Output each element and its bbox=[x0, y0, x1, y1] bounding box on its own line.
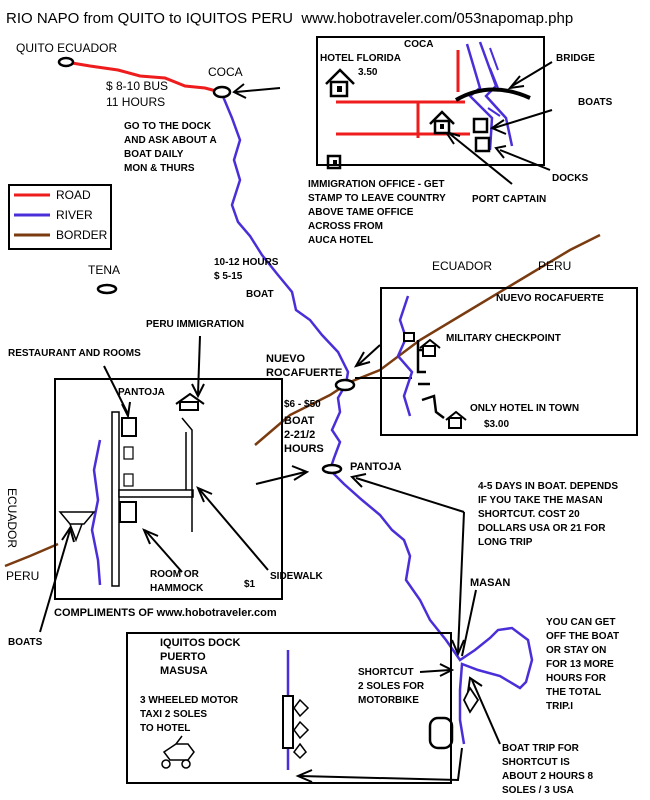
note-dock: GO TO THE DOCK AND ASK ABOUT A BOAT DAIL… bbox=[124, 121, 217, 174]
border-pantoja-inset bbox=[4, 542, 59, 568]
pantoja-inset bbox=[54, 378, 283, 600]
tena-marker bbox=[96, 283, 118, 295]
rocafuerte-marker bbox=[334, 378, 356, 392]
label-ecuador-east: ECUADOR bbox=[432, 259, 493, 273]
pantoja-sidewalk: SIDEWALK bbox=[270, 571, 323, 582]
pantoja-room-price: $1 bbox=[244, 579, 256, 590]
note-shortcut: SHORTCUT 2 SOLES FOR MOTORBIKE bbox=[358, 667, 425, 706]
road-quito-coca bbox=[65, 60, 221, 94]
note-boat2-price: $6 - $50 bbox=[284, 399, 321, 410]
iquitos-inset-drawing bbox=[161, 650, 480, 770]
coca-inset bbox=[316, 36, 545, 166]
coca-hotel-price: 3.50 bbox=[358, 67, 378, 78]
legend-border-label: BORDER bbox=[56, 228, 108, 242]
hotel-florida-icon bbox=[325, 68, 355, 98]
port-captain-icon bbox=[429, 110, 455, 135]
pantoja-restaurant: RESTAURANT AND ROOMS bbox=[8, 348, 141, 359]
iquitos-inset bbox=[126, 632, 452, 784]
river-napo bbox=[220, 93, 534, 745]
note-boat2: BOAT 2-21/2 HOURS bbox=[284, 415, 324, 455]
iquitos-marker bbox=[428, 716, 454, 750]
label-peru-east: PERU bbox=[538, 259, 572, 273]
iquitos-inset-title: IQUITOS DOCK PUERTO MASUSA bbox=[160, 637, 241, 677]
rocafuerte-inset-title: NUEVO ROCAFUERTE bbox=[496, 293, 604, 304]
coca-hotel: HOTEL FLORIDA bbox=[320, 53, 401, 64]
note-boat1: 10-12 HOURS $ 5-15 bbox=[214, 257, 279, 282]
label-peru-west: PERU bbox=[6, 569, 40, 583]
coca-boats: BOATS bbox=[578, 97, 613, 108]
iquitos-taxi: 3 WHEELED MOTOR TAXI 2 SOLES TO HOTEL bbox=[140, 695, 239, 734]
place-masan: MASAN bbox=[470, 577, 511, 589]
note-bus: $ 8-10 BUS 11 HOURS bbox=[106, 79, 169, 109]
map-title: RIO NAPO from QUITO to IQUITOS PERU www.… bbox=[6, 10, 574, 27]
legend-river-label: RIVER bbox=[56, 208, 93, 222]
coca-docks: DOCKS bbox=[552, 173, 589, 184]
coca-port-captain: PORT CAPTAIN bbox=[472, 194, 547, 205]
rocafuerte-checkpoint: MILITARY CHECKPOINT bbox=[446, 333, 561, 344]
legend-box bbox=[8, 184, 112, 250]
place-nuevo-rocafuerte: NUEVO ROCAFUERTE bbox=[266, 353, 343, 379]
place-pantoja: PANTOJA bbox=[350, 461, 402, 473]
note-boat-trip: BOAT TRIP FOR SHORTCUT IS ABOUT 2 HOURS … bbox=[502, 743, 594, 796]
coca-immigration: IMMIGRATION OFFICE - GET STAMP TO LEAVE … bbox=[308, 179, 446, 246]
legend-road-label: ROAD bbox=[56, 188, 91, 202]
rocafuerte-inset-drawing bbox=[396, 295, 467, 429]
coca-inset-title: COCA bbox=[404, 39, 434, 50]
place-tena: TENA bbox=[88, 263, 121, 277]
quito-marker bbox=[57, 56, 75, 68]
rocafuerte-inset bbox=[380, 287, 638, 436]
note-days: 4-5 DAYS IN BOAT. DEPENDS IF YOU TAKE TH… bbox=[478, 481, 619, 548]
place-coca: COCA bbox=[208, 65, 243, 79]
pantoja-marker bbox=[321, 463, 343, 475]
rocafuerte-price: $3.00 bbox=[484, 419, 510, 430]
coca-marker bbox=[212, 85, 232, 99]
label-ecuador-west: ECUADOR bbox=[5, 488, 19, 549]
pantoja-room: ROOM OR HAMMOCK bbox=[150, 569, 204, 594]
coca-bridge: BRIDGE bbox=[556, 53, 595, 64]
note-boats-left: BOATS bbox=[8, 637, 43, 648]
pantoja-inset-title: PANTOJA bbox=[118, 387, 165, 398]
note-off-boat: YOU CAN GET OFF THE BOAT OR STAY ON FOR … bbox=[546, 617, 620, 712]
arrows-main bbox=[39, 83, 501, 783]
pantoja-immigration: PERU IMMIGRATION bbox=[146, 319, 245, 330]
place-quito: QUITO ECUADOR bbox=[16, 41, 118, 55]
rocafuerte-hotel: ONLY HOTEL IN TOWN bbox=[470, 403, 580, 414]
note-compliments: COMPLIMENTS OF www.hobotraveler.com bbox=[54, 607, 277, 619]
note-boat1-word: BOAT bbox=[246, 289, 274, 300]
pantoja-inset-drawing bbox=[58, 335, 269, 587]
